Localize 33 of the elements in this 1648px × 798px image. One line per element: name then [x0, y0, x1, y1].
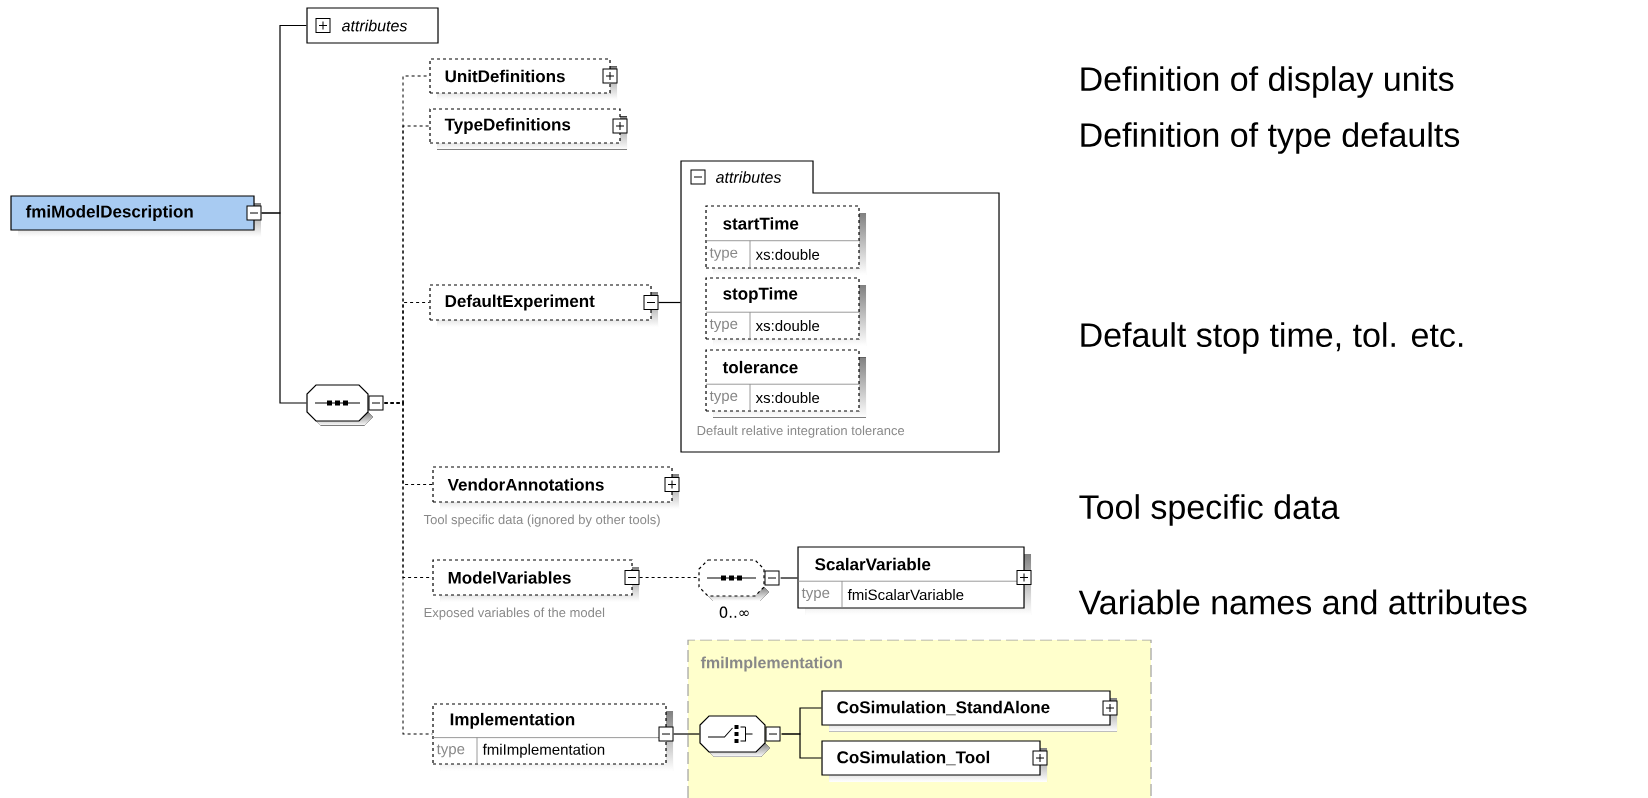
connector-line [780, 577, 798, 579]
choice-symbol [699, 715, 781, 757]
connector-line [639, 577, 699, 578]
description-text: Variable names and attributes [1078, 589, 1527, 615]
sequence-symbol [306, 384, 384, 426]
connector-line [781, 733, 822, 759]
connector-line [658, 301, 681, 304]
annotation-text: Default relative integration tolerance [697, 425, 905, 438]
element-box: startTime type xs:double [705, 205, 866, 275]
element-box: CoSimulation_StandAlone [821, 690, 1118, 732]
element-box: VendorAnnotations [432, 466, 680, 509]
element-box: UnitDefinitions [429, 58, 618, 100]
element-box: ScalarVariable type fmiScalarVariable [797, 546, 1032, 615]
connector-line [261, 212, 307, 404]
annotation-text: Exposed variables of the model [424, 607, 605, 620]
element-box: stopTime type xs:double [705, 277, 866, 346]
element-box: DefaultExperiment [429, 284, 659, 327]
element-box: fmiModelDescription [10, 195, 262, 237]
description-text: Definition of display units [1081, 66, 1454, 98]
element-box: tolerance type xs:double [705, 349, 866, 418]
connector-line [384, 402, 433, 735]
element-box: CoSimulation_Tool [821, 740, 1048, 782]
annotation-text: Tool specific data (ignored by other tools) [423, 514, 660, 527]
description-text: Tool specific data [1079, 494, 1340, 526]
element-box: TypeDefinitions [429, 108, 628, 150]
description-text: Default stop time, tol. etc. [1081, 322, 1463, 354]
multiplicity-label: 0..∞ [719, 606, 749, 618]
description-text: Definition of type defaults [1081, 122, 1460, 154]
element-box: Implementation type fmiImplementation [432, 703, 674, 771]
sequence-symbol [698, 559, 780, 601]
connector-line [673, 733, 700, 735]
element-box: ModelVariables [432, 559, 640, 602]
attributes-box: attributes [306, 7, 439, 44]
